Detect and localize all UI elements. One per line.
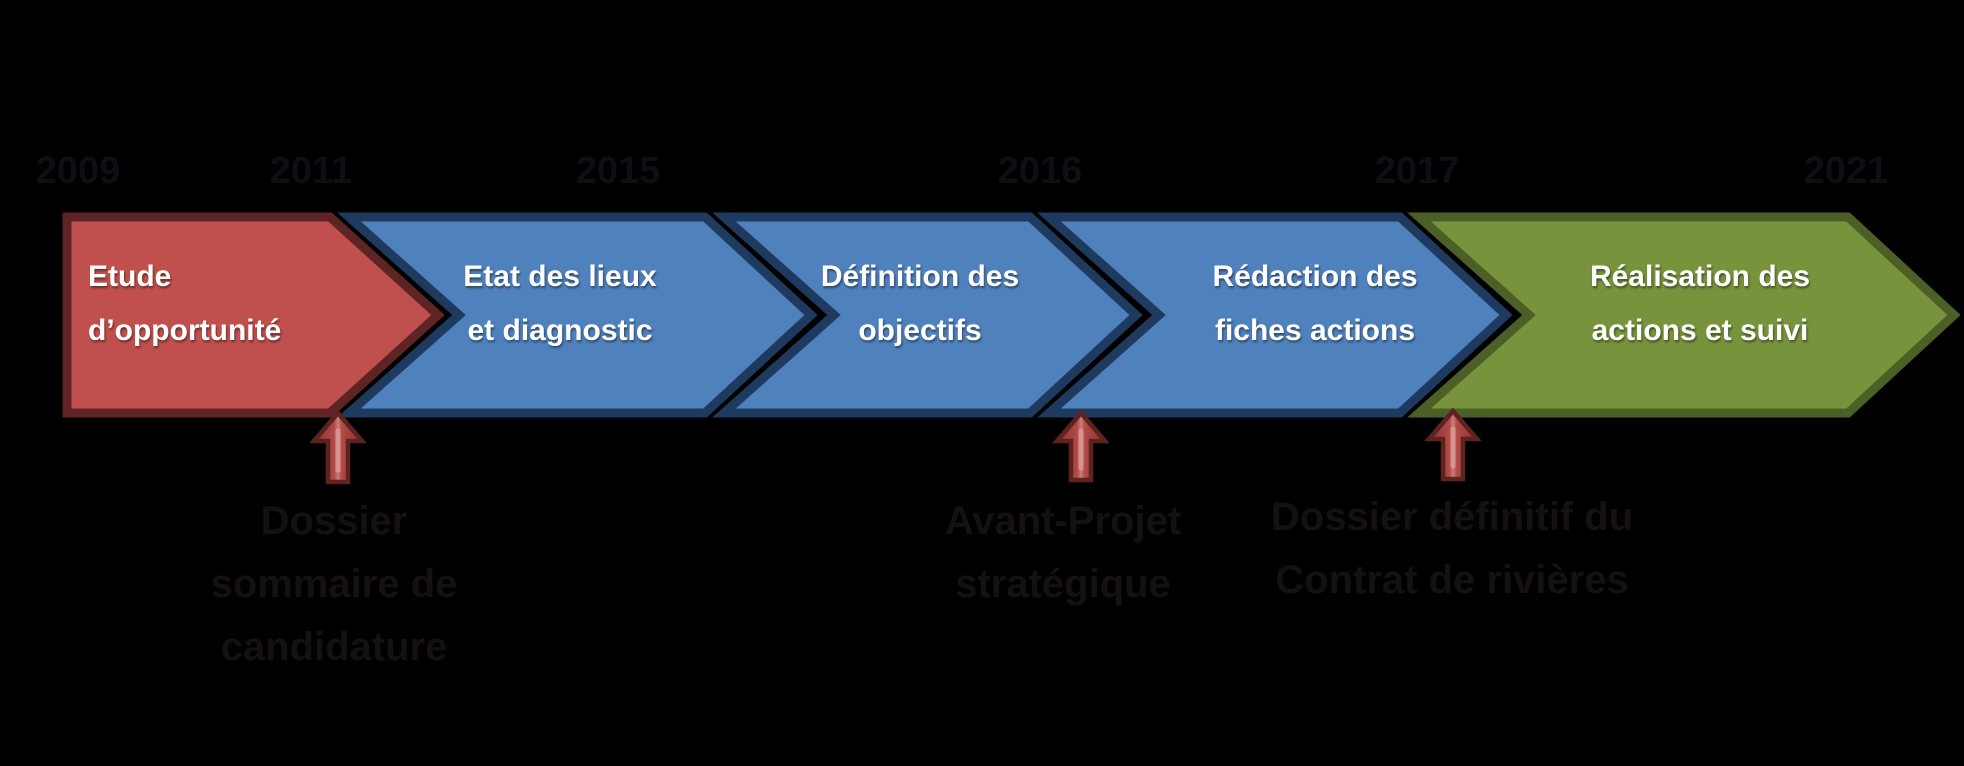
year-label-2016: 2016: [997, 150, 1083, 192]
milestone-label-1-line-3: candidature: [220, 625, 448, 669]
milestone-label-1: Dossier sommaire de candidature: [211, 490, 458, 679]
year-label-2021: 2021: [1803, 150, 1889, 192]
phase-label-3-line-1: Définition des: [820, 260, 1020, 293]
phase-label-5: Réalisation des actions et suivi: [1545, 217, 1855, 413]
phase-label-1: Etude d’opportunité: [88, 217, 338, 413]
milestone-label-2: Avant-Projet stratégique: [945, 490, 1181, 616]
phase-label-3-line-2: objectifs: [858, 314, 982, 347]
milestone-label-1-line-1: Dossier: [260, 499, 408, 543]
milestone-label-3-line-2: Contrat de rivières: [1275, 558, 1629, 602]
phase-arrow-3: [712, 212, 1143, 418]
phase-label-4-line-2: fiches actions: [1214, 314, 1416, 347]
phase-label-2: Etat des lieux et diagnostic: [445, 217, 675, 413]
year-label-2015: 2015: [575, 150, 661, 192]
phase-label-2-line-2: et diagnostic: [467, 314, 653, 347]
year-label-2011: 2011: [269, 150, 353, 192]
phase-label-4-line-1: Rédaction des: [1212, 260, 1418, 293]
milestone-label-1-line-2: sommaire de: [210, 562, 458, 606]
phase-label-4: Rédaction des fiches actions: [1190, 217, 1440, 413]
phase-label-3: Définition des objectifs: [820, 217, 1020, 413]
phase-label-2-line-1: Etat des lieux: [463, 260, 657, 293]
phase-label-1-line-2: d’opportunité: [88, 314, 282, 347]
phase-label-5-line-2: actions et suivi: [1591, 314, 1809, 347]
milestone-label-2-line-1: Avant-Projet: [944, 499, 1182, 543]
milestone-label-3-line-1: Dossier définitif du: [1270, 495, 1634, 539]
phase-label-1-line-1: Etude: [88, 260, 172, 293]
year-label-2017: 2017: [1374, 150, 1460, 192]
phase-arrow-1: [62, 212, 445, 418]
phase-arrow-4: [1037, 212, 1513, 418]
phase-arrow-5: [1407, 212, 1961, 418]
phase-label-5-line-1: Réalisation des: [1589, 260, 1811, 293]
phase-arrow-2: [337, 212, 818, 418]
milestone-label-3: Dossier définitif du Contrat de rivières: [1271, 486, 1633, 612]
year-label-2009: 2009: [35, 150, 121, 192]
milestone-label-2-line-2: stratégique: [955, 562, 1171, 606]
